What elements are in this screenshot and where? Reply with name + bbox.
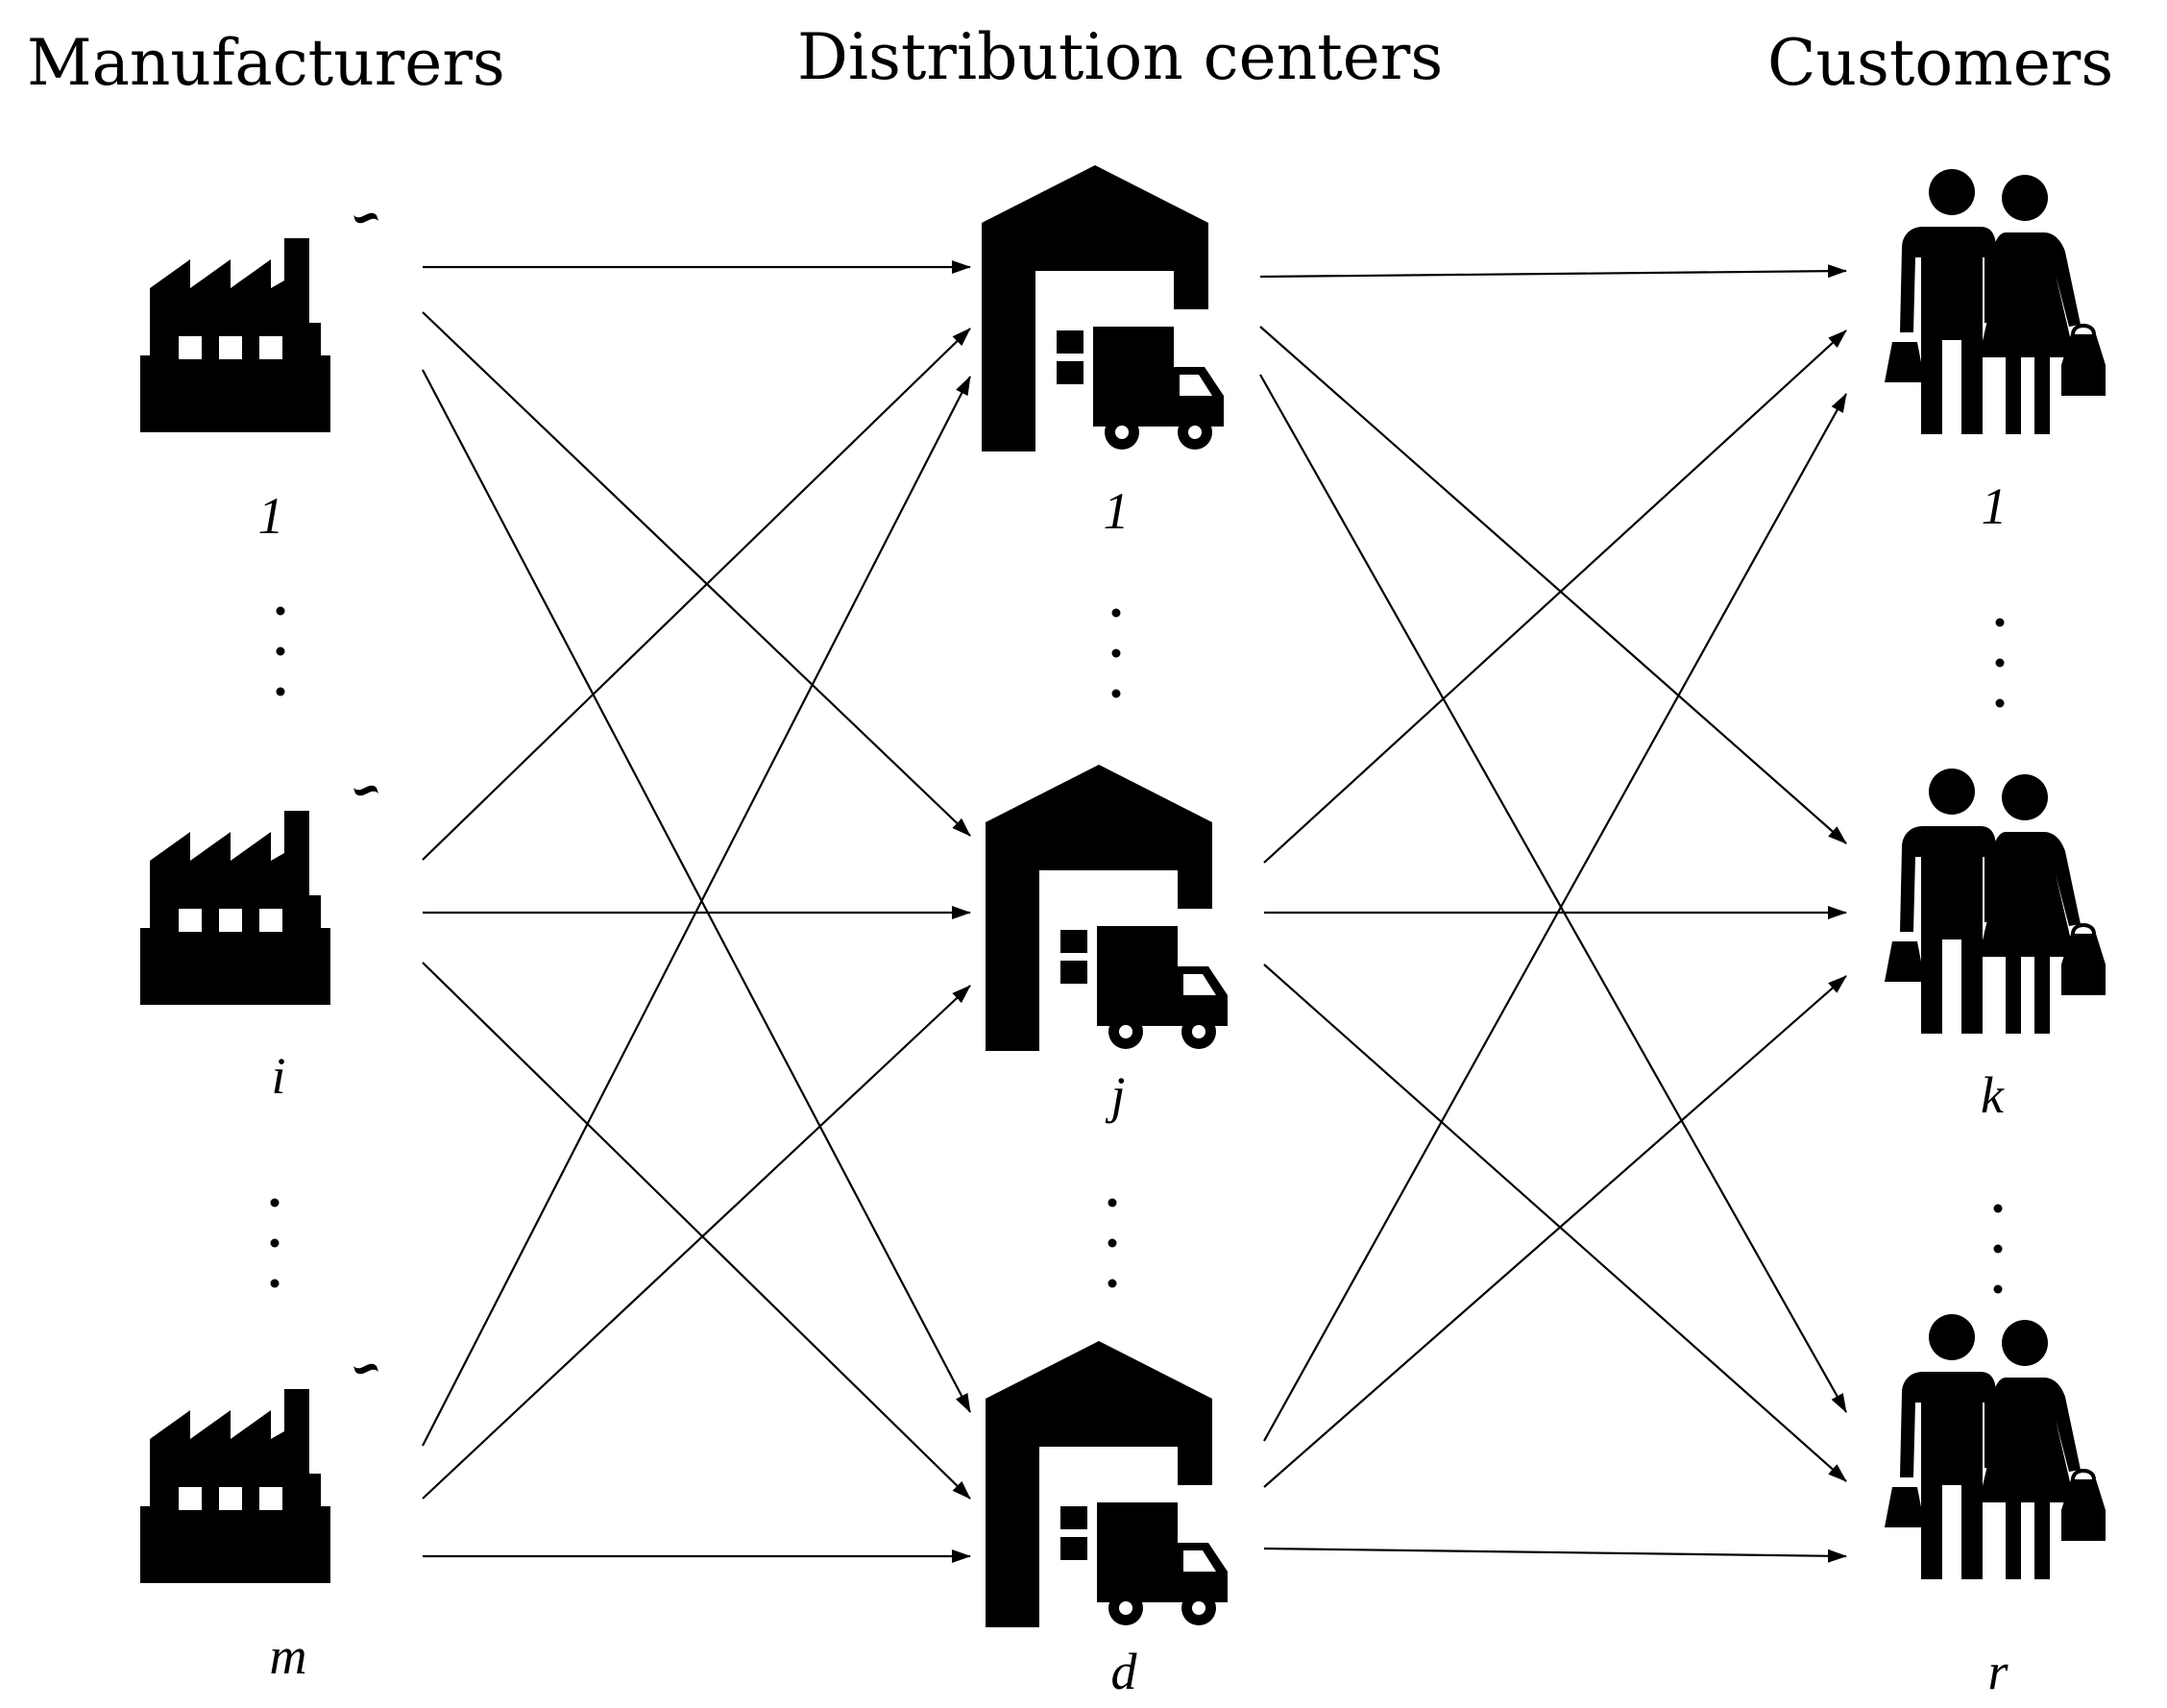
distribution-center-label: j <box>1105 1066 1125 1124</box>
vertical-ellipsis-icon <box>270 1198 280 1288</box>
distribution-center-node-j: j <box>986 765 1228 1124</box>
distribution-centers-header: Distribution centers <box>797 20 1443 94</box>
edge-dc-2-to-customer-0 <box>1263 393 1847 1442</box>
factory-icon <box>140 785 378 1005</box>
manufacturer-label: m <box>270 1627 307 1685</box>
customer-node-r: r <box>1883 1314 2107 1700</box>
edge-dc-0-to-customer-0 <box>1259 264 1847 279</box>
edge-manufacturer-2-to-dc-1 <box>422 985 971 1500</box>
edge-dc-1-to-customer-0 <box>1263 329 1847 864</box>
manufacturer-node-1: 1 <box>140 212 378 545</box>
edge-manufacturer-0-to-dc-2 <box>422 369 971 1413</box>
edge-dc-2-to-customer-1 <box>1263 975 1847 1488</box>
shoppers-icon <box>1883 169 2107 436</box>
manufacturers-header: Manufacturers <box>27 26 505 100</box>
customer-node-k: k <box>1883 769 2107 1124</box>
edge-dc-1-to-customer-2 <box>1263 964 1847 1482</box>
vertical-ellipsis-icon <box>1995 618 2005 708</box>
factory-icon <box>140 1363 378 1583</box>
edge-manufacturer-0-to-dc-1 <box>422 311 971 837</box>
edge-dc-2-to-customer-2 <box>1263 1547 1847 1563</box>
distribution-center-node-d: d <box>986 1341 1228 1700</box>
edge-layer <box>422 260 1847 1563</box>
customer-label: r <box>1987 1643 2009 1700</box>
warehouse-truck-icon <box>986 765 1228 1051</box>
edge-dc-0-to-customer-1 <box>1259 326 1847 844</box>
customer-label: 1 <box>1982 477 2008 535</box>
edge-manufacturer-1-to-dc-0 <box>422 328 971 861</box>
warehouse-truck-icon <box>982 165 1224 451</box>
distribution-center-node-1: 1 <box>982 165 1224 540</box>
vertical-ellipsis-icon <box>1111 608 1121 698</box>
distribution-center-label: d <box>1111 1643 1138 1700</box>
factory-icon <box>140 212 378 432</box>
vertical-ellipsis-icon <box>1993 1204 2003 1294</box>
shoppers-icon <box>1883 769 2107 1036</box>
manufacturer-label: 1 <box>258 487 284 545</box>
manufacturer-node-m: m <box>140 1363 378 1685</box>
manufacturer-label: i <box>271 1047 285 1105</box>
edge-manufacturer-2-to-dc-0 <box>422 376 971 1447</box>
vertical-ellipsis-icon <box>1108 1198 1117 1288</box>
edge-manufacturer-1-to-dc-2 <box>422 962 971 1500</box>
edge-dc-0-to-customer-2 <box>1259 374 1847 1413</box>
distribution-center-label: 1 <box>1104 482 1130 540</box>
manufacturer-node-i: i <box>140 785 378 1105</box>
customers-header: Customers <box>1767 26 2113 100</box>
shoppers-icon <box>1883 1314 2107 1581</box>
vertical-ellipsis-icon <box>276 606 285 696</box>
customer-node-1: 1 <box>1883 169 2107 535</box>
customer-label: k <box>1981 1066 2005 1124</box>
warehouse-truck-icon <box>986 1341 1228 1627</box>
